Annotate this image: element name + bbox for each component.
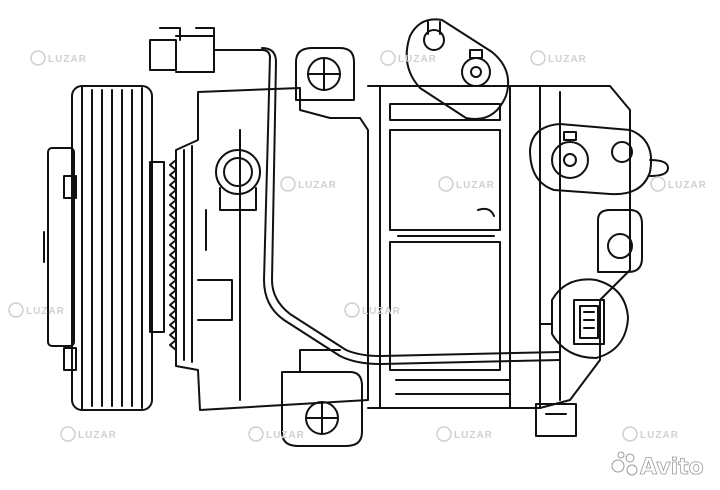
front-head xyxy=(169,87,369,411)
luzar-logo-icon: LUZAR xyxy=(30,50,87,66)
luzar-logo-icon: LUZAR xyxy=(248,426,305,442)
luzar-logo-icon: LUZAR xyxy=(436,426,493,442)
watermark-text: LUZAR xyxy=(640,430,679,441)
luzar-logo-icon: LUZAR xyxy=(344,302,401,318)
luzar-logo-icon: LUZAR xyxy=(8,302,65,318)
luzar-logo-icon: LUZAR xyxy=(530,50,587,66)
luzar-logo-icon: LUZAR xyxy=(380,50,437,66)
watermark-text: LUZAR xyxy=(398,54,437,65)
avito-label: Avito xyxy=(640,455,704,480)
watermark-text: LUZAR xyxy=(548,54,587,65)
avito-badge: Avito xyxy=(611,451,704,480)
top-port xyxy=(405,18,510,120)
watermark-text: LUZAR xyxy=(78,430,117,441)
watermark-text: LUZAR xyxy=(298,180,337,191)
watermark-text: LUZAR xyxy=(456,180,495,191)
rear-head xyxy=(539,85,631,409)
watermark-text: LUZAR xyxy=(48,54,87,65)
bottom-bracket xyxy=(535,403,577,437)
watermark-text: LUZAR xyxy=(454,430,493,441)
side-lug xyxy=(597,209,643,273)
right-port xyxy=(529,123,669,196)
luzar-logo-icon: LUZAR xyxy=(438,176,495,192)
main-body xyxy=(367,85,541,409)
front-boss xyxy=(215,149,261,211)
luzar-logo-icon: LUZAR xyxy=(622,426,679,442)
top-left-mount xyxy=(295,47,355,101)
avito-logo-icon xyxy=(611,451,638,476)
wire-harness xyxy=(261,47,561,365)
luzar-logo-icon: LUZAR xyxy=(60,426,117,442)
watermark-text: LUZAR xyxy=(26,306,65,317)
luzar-logo-icon: LUZAR xyxy=(650,176,707,192)
control-valve xyxy=(539,278,629,359)
pulley xyxy=(43,85,165,411)
watermark-text: LUZAR xyxy=(362,306,401,317)
luzar-logo-icon: LUZAR xyxy=(280,176,337,192)
clutch-connector xyxy=(149,27,271,73)
bottom-mount xyxy=(281,349,363,447)
watermarks: LUZAR LUZAR LUZAR LUZAR LUZAR LUZAR LUZA… xyxy=(8,50,707,442)
watermark-text: LUZAR xyxy=(668,180,707,191)
watermark-text: LUZAR xyxy=(266,430,305,441)
